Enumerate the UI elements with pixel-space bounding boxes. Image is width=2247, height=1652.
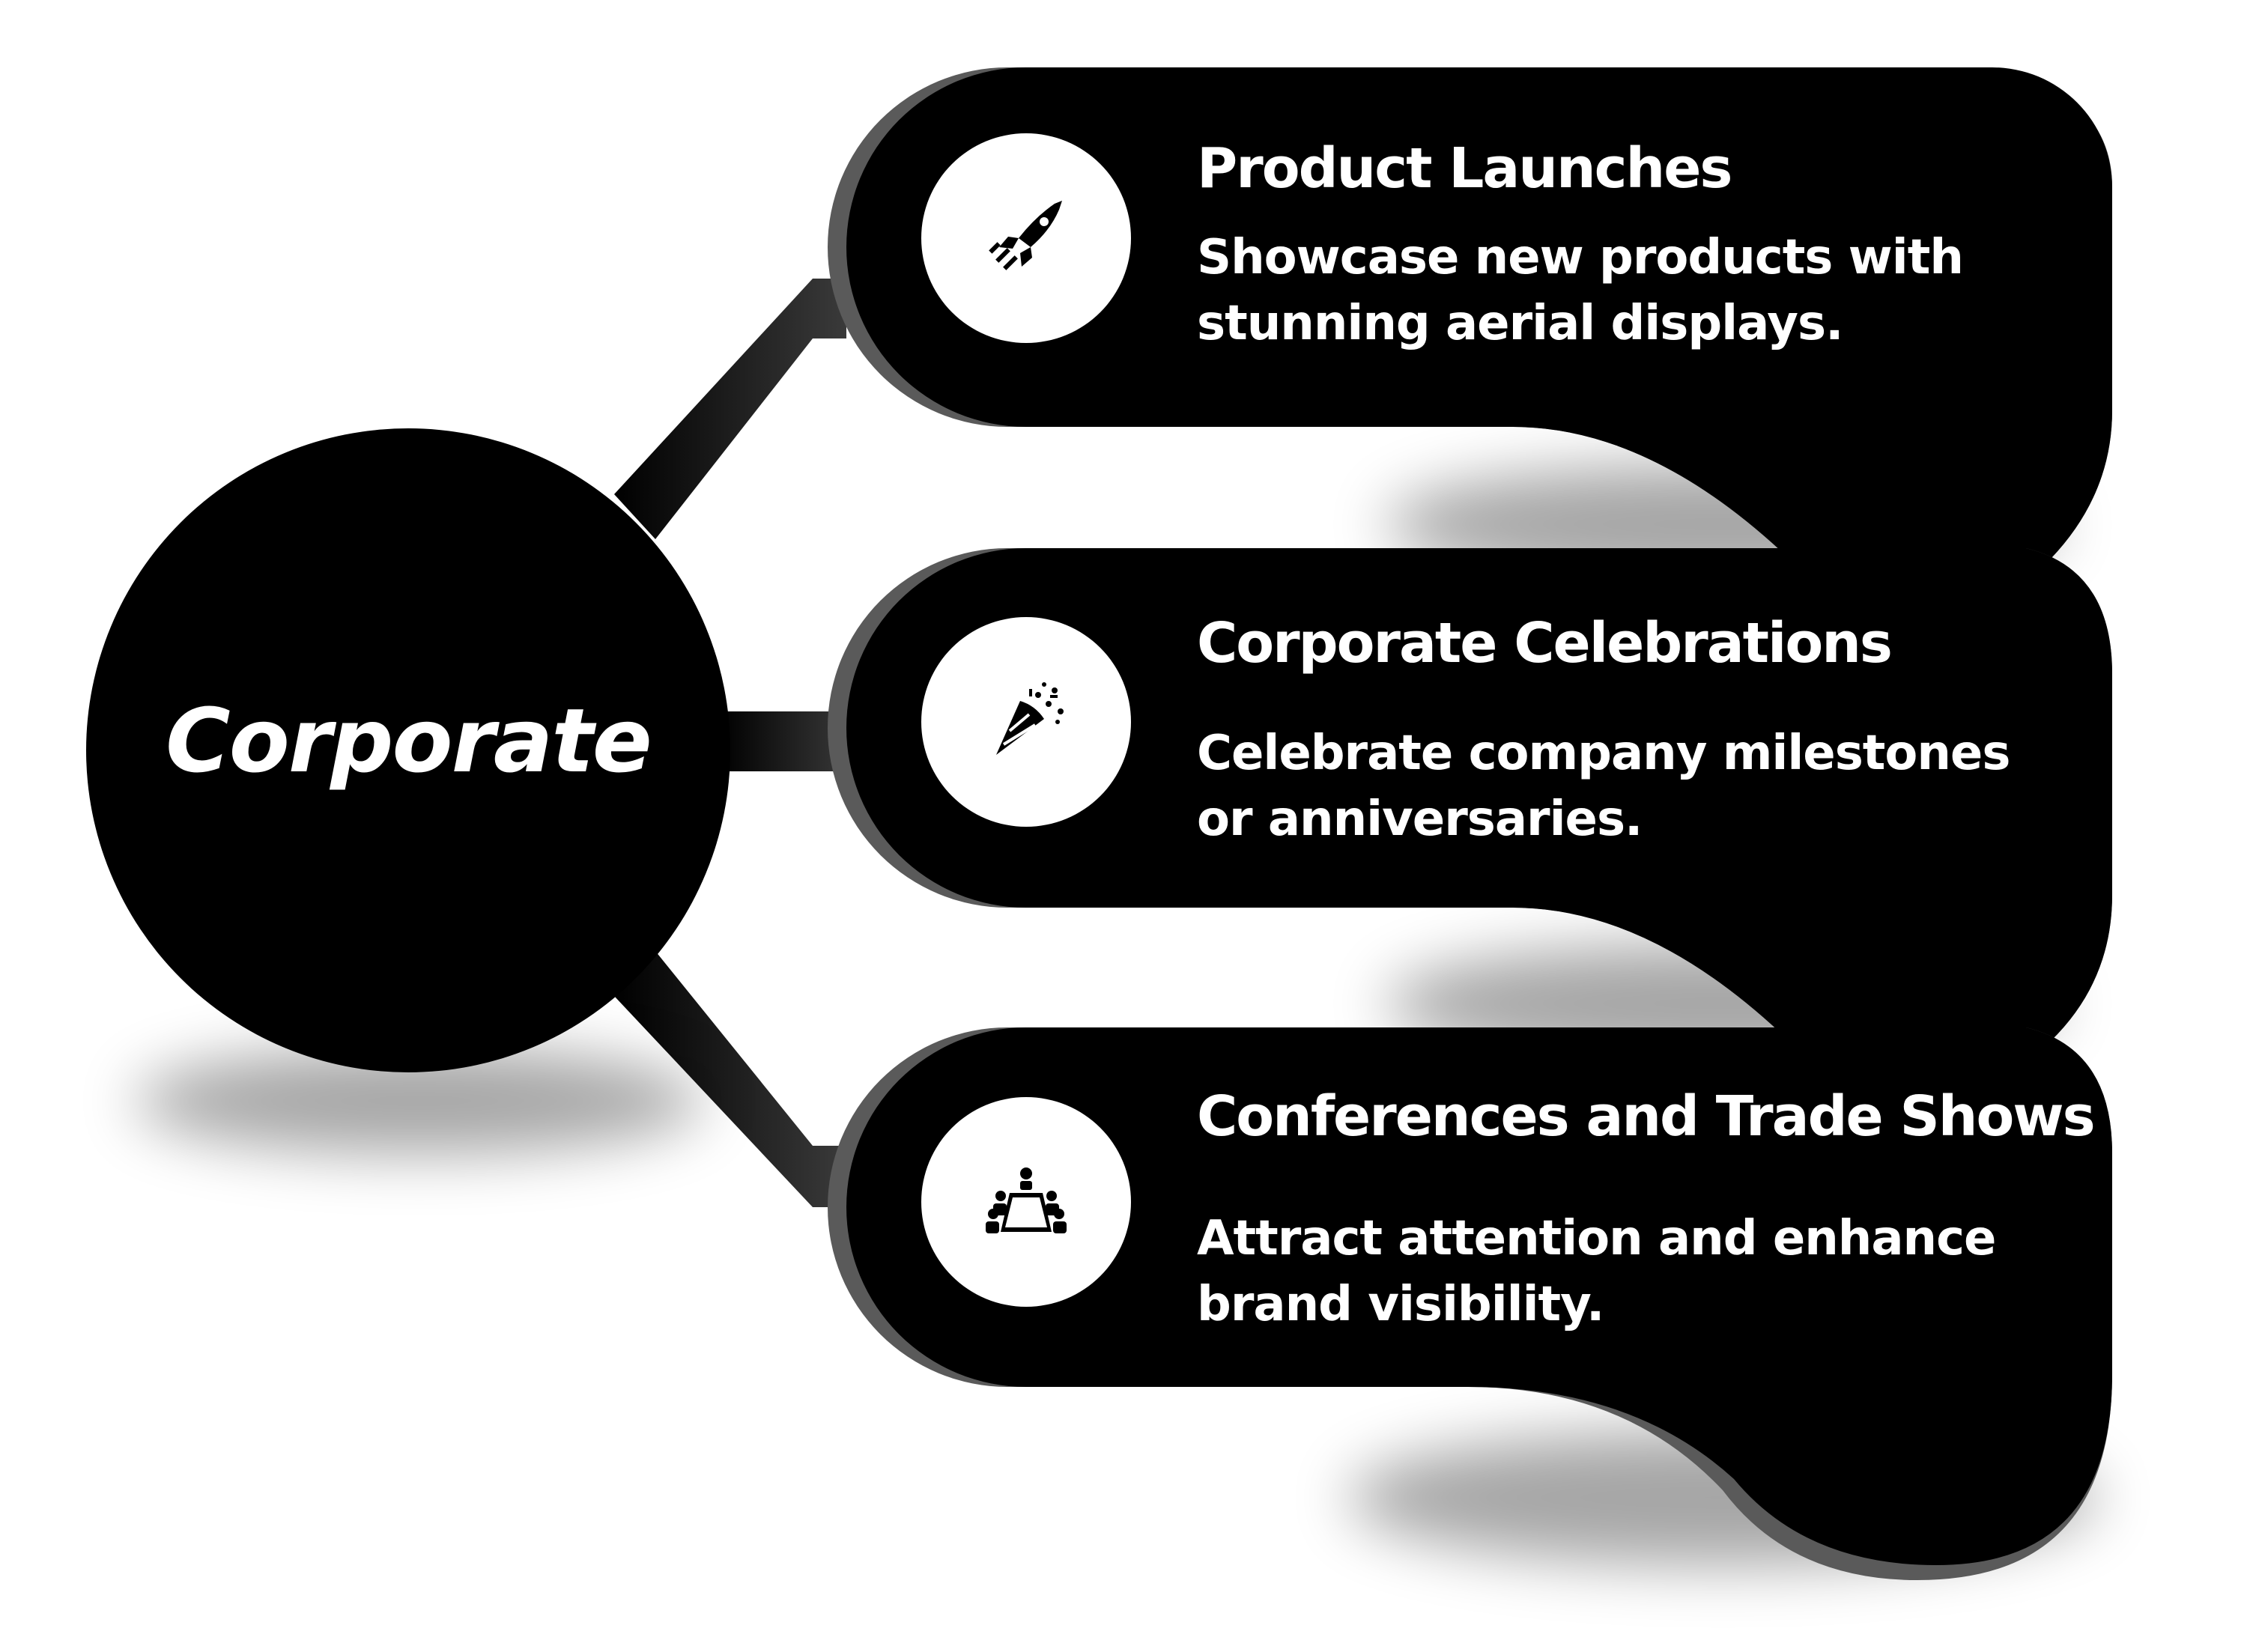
hub (86, 428, 730, 1072)
hub-circle (86, 428, 730, 1072)
branch-card-conferences (828, 1027, 2112, 1580)
connector-bottom (614, 951, 846, 1207)
card-description-conferences-trade-shows: Attract attention and enhance brand visi… (1197, 1211, 1996, 1332)
card-description-corporate-celebrations: Celebrate company milestones or annivers… (1197, 726, 2010, 847)
card-shape (846, 548, 2112, 1041)
card-description-product-launches: Showcase new products with stunning aeri… (1197, 230, 1964, 351)
connector-top (614, 279, 846, 539)
card-title-product-launches: Product Launches (1197, 136, 1732, 201)
branch-card-corporate-celebrations (828, 548, 2112, 1041)
card-title-corporate-celebrations: Corporate Celebrations (1197, 611, 1893, 675)
meeting-table-icon (986, 1167, 1067, 1233)
hub-label: Corporate (166, 689, 652, 792)
card-shape (846, 1027, 2112, 1565)
branch-card-product-launches (828, 67, 2112, 559)
party-popper-icon (996, 682, 1064, 755)
card-shape (846, 67, 2112, 559)
card-title-conferences-trade-shows: Conferences and Trade Shows (1197, 1084, 2096, 1149)
rocket-icon (989, 201, 1062, 270)
